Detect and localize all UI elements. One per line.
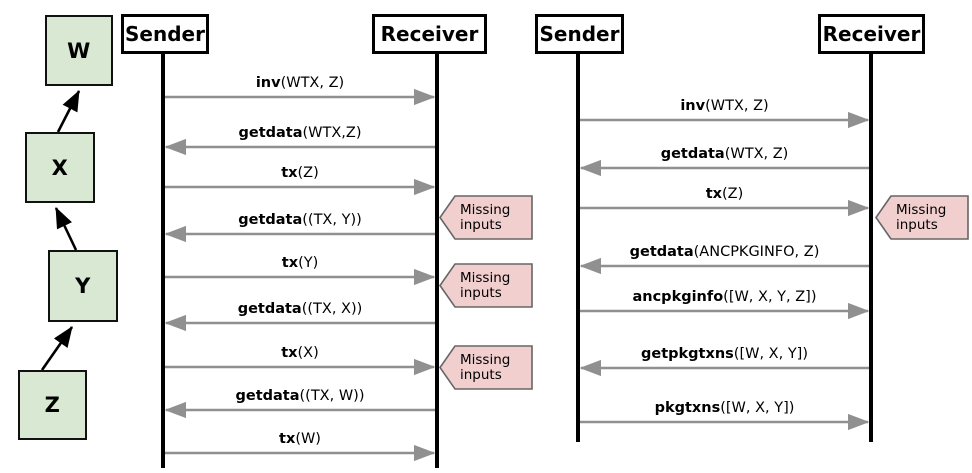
message-args: ([W, X, Y]) xyxy=(720,400,795,416)
actor-label: Sender xyxy=(125,22,205,46)
message-name: tx xyxy=(279,431,296,447)
message-args: ((TX, X)) xyxy=(301,301,363,317)
message-label-getdata: getdata(ANCPKGINFO, Z) xyxy=(578,245,871,260)
message-args: (Y) xyxy=(298,255,319,271)
callout-label: Missing inputs xyxy=(896,201,947,233)
message-name: getdata xyxy=(237,301,302,317)
message-name: ancpkginfo xyxy=(632,289,724,305)
actor-label: Receiver xyxy=(822,22,921,46)
callout-label: Missing inputs xyxy=(460,269,511,301)
message-args: ([W, X, Y, Z]) xyxy=(723,289,817,305)
message-name: tx xyxy=(281,255,299,271)
dag-edge-z-to-y xyxy=(40,326,74,371)
callout-label: Missing inputs xyxy=(460,351,511,383)
message-name: getdata xyxy=(235,388,300,404)
message-args: (WTX, Z) xyxy=(705,98,769,114)
message-args: (Z) xyxy=(722,186,744,202)
actor-box-sender[interactable]: Sender xyxy=(121,14,209,54)
message-label-pkgtxns: pkgtxns([W, X, Y]) xyxy=(578,401,871,416)
missing-inputs-callout: Missing inputs xyxy=(875,195,969,240)
message-name: getdata xyxy=(660,146,725,162)
message-label-getdata: getdata((TX, Y)) xyxy=(163,213,437,228)
message-name: getdata xyxy=(629,244,694,260)
message-name: getdata xyxy=(238,125,303,141)
message-label-tx: tx(Y) xyxy=(163,256,437,271)
message-name: getpkgtxns xyxy=(641,346,734,362)
missing-inputs-callout: Missing inputs xyxy=(439,345,533,390)
actor-box-sender[interactable]: Sender xyxy=(535,14,624,54)
callout-label: Missing inputs xyxy=(460,201,511,233)
message-name: inv xyxy=(680,98,706,114)
missing-inputs-callout: Missing inputs xyxy=(439,263,533,308)
message-label-tx: tx(Z) xyxy=(163,166,437,181)
tx-node-x: X xyxy=(25,132,95,203)
message-label-getdata: getdata(WTX,Z) xyxy=(163,126,437,141)
missing-inputs-callout: Missing inputs xyxy=(439,195,533,240)
message-args: (WTX, Z) xyxy=(724,146,789,162)
actor-label: Receiver xyxy=(380,22,479,46)
actor-box-receiver[interactable]: Receiver xyxy=(818,14,925,54)
actor-label: Sender xyxy=(539,22,620,46)
lifeline-receiver xyxy=(869,54,873,442)
lifeline-sender xyxy=(161,54,165,468)
callout-shape xyxy=(439,195,533,240)
message-args: ((TX, W)) xyxy=(299,388,365,404)
message-label-getdata: getdata((TX, X)) xyxy=(163,302,437,317)
tx-node-y: Y xyxy=(48,250,118,322)
tx-node-label: X xyxy=(51,155,69,180)
message-name: pkgtxns xyxy=(654,400,721,416)
dag-edge-y-to-x xyxy=(54,207,78,251)
message-args: (WTX,Z) xyxy=(302,125,362,141)
message-label-inv: inv(WTX, Z) xyxy=(578,99,871,114)
message-label-ancpkginfo: ancpkginfo([W, X, Y, Z]) xyxy=(578,290,871,305)
message-args: (Z) xyxy=(297,165,319,181)
actor-box-receiver[interactable]: Receiver xyxy=(372,14,487,54)
message-name: inv xyxy=(255,75,281,91)
message-name: tx xyxy=(705,186,723,202)
message-args: (W) xyxy=(295,431,321,447)
callout-shape xyxy=(439,263,533,308)
message-label-tx: tx(W) xyxy=(163,432,437,447)
tx-node-w: W xyxy=(45,15,113,86)
tx-node-label: W xyxy=(67,38,91,63)
message-name: tx xyxy=(281,165,298,181)
lifeline-sender xyxy=(576,54,580,442)
message-args: ([W, X, Y]) xyxy=(733,346,808,362)
tx-node-z: Z xyxy=(18,370,87,440)
tx-node-label: Z xyxy=(44,393,61,417)
message-label-tx: tx(X) xyxy=(163,346,437,361)
message-name: getdata xyxy=(238,212,303,228)
message-label-getdata: getdata(WTX, Z) xyxy=(578,147,871,162)
message-args: (X) xyxy=(297,345,319,361)
dag-edge-x-to-w xyxy=(56,90,81,133)
message-name: tx xyxy=(281,345,298,361)
message-args: (WTX, Z) xyxy=(280,75,345,91)
message-label-getpkgtxns: getpkgtxns([W, X, Y]) xyxy=(578,347,871,362)
callout-shape xyxy=(875,195,969,240)
message-args: ((TX, Y)) xyxy=(302,212,362,228)
message-label-getdata: getdata((TX, W)) xyxy=(163,389,437,404)
message-label-inv: inv(WTX, Z) xyxy=(163,76,437,91)
tx-node-label: Y xyxy=(75,274,91,298)
message-label-tx: tx(Z) xyxy=(578,187,871,202)
lifeline-receiver xyxy=(435,54,439,468)
message-args: (ANCPKGINFO, Z) xyxy=(693,244,820,260)
callout-shape xyxy=(439,345,533,390)
